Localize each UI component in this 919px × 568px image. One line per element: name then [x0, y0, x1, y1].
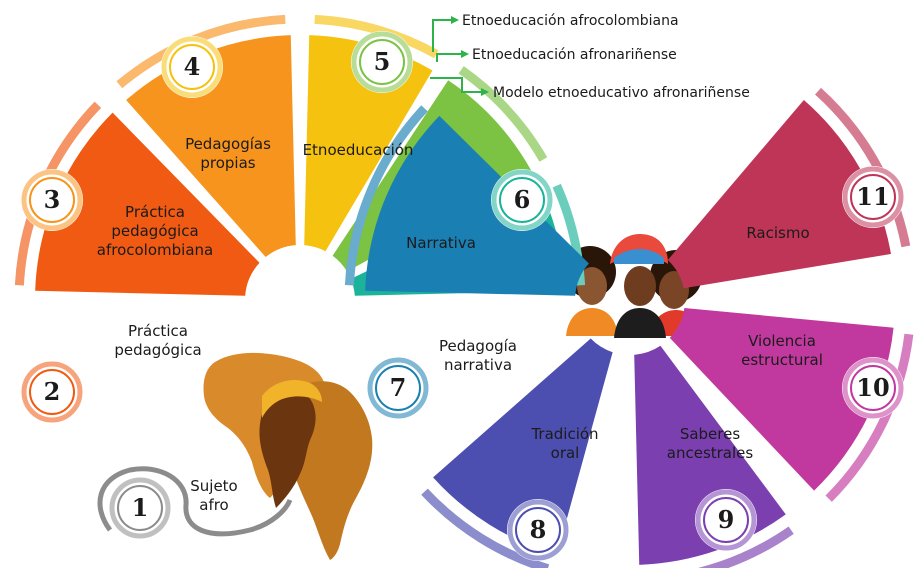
number-badge-5: 5 [351, 31, 413, 93]
number-badge-4: 4 [161, 36, 223, 98]
number-badge-8: 8 [507, 499, 569, 561]
afro-map-illustration [203, 352, 373, 560]
badge-color-ring [21, 169, 83, 231]
headwrap [262, 380, 322, 418]
badge-inner [29, 177, 75, 223]
badge-number: 4 [184, 52, 201, 81]
woman-center [610, 234, 668, 338]
badge-number: 10 [856, 373, 889, 402]
segment-label-line: afro [199, 496, 229, 514]
segment-label-11: Racismo [746, 224, 809, 242]
badge-number: 1 [132, 493, 149, 522]
badge-inner [850, 365, 896, 411]
segment-10 [669, 308, 894, 491]
badge-number: 3 [44, 185, 61, 214]
badge-inner [850, 174, 896, 220]
number-badge-9: 9 [695, 489, 757, 551]
branch-arrows [430, 16, 489, 96]
segment-arc-4 [314, 14, 439, 59]
branch-label-1: Etnoeducación afrocolombiana [462, 13, 679, 29]
segment-11 [667, 100, 891, 289]
segment-7 [365, 115, 589, 296]
badge-inner [499, 177, 545, 223]
segment-label-line: afrocolombiana [97, 241, 213, 259]
badge-color-ring [507, 499, 569, 561]
segment-label-line: propias [200, 154, 255, 172]
segment-label-line: Racismo [746, 224, 809, 242]
segment-label-line: ancestrales [667, 444, 754, 462]
segment-label-line: Práctica [128, 322, 188, 340]
segment-arc-7 [344, 105, 428, 286]
badge-color-ring [367, 357, 429, 419]
segment-1 [97, 466, 293, 537]
segment-label-line: Pedagogía [439, 337, 517, 355]
badge-number: 5 [374, 47, 391, 76]
badge-color-ring [21, 361, 83, 423]
segment-arc-5 [458, 66, 548, 162]
segment-label-6: Narrativa [406, 234, 476, 252]
segment-arc-8 [421, 488, 550, 568]
segment-label-line: Tradición [530, 425, 598, 443]
segment-label-line: Pedagogías [185, 135, 271, 153]
segment-label-line: oral [551, 444, 580, 462]
badge-color-ring [695, 489, 757, 551]
badge-color-ring [109, 477, 171, 539]
segment-4 [304, 35, 433, 252]
head-profile [259, 389, 316, 508]
segment-label-line: narrativa [444, 356, 512, 374]
badge-inner [169, 44, 215, 90]
badge-number: 9 [718, 505, 735, 534]
branch-label-2: Etnoeducación afronariñense [472, 47, 677, 63]
badge-number: 6 [514, 185, 531, 214]
badge-color-ring [842, 166, 904, 228]
segment-label-line: Etnoeducación [303, 141, 414, 159]
segment-label-line: Práctica [125, 203, 185, 221]
segment-label-line: estructural [741, 351, 823, 369]
badge-color-ring [842, 357, 904, 419]
badge-inner [117, 485, 163, 531]
badge-inner [515, 507, 561, 553]
number-badge-11: 11 [842, 166, 904, 228]
segment-label-5: Etnoeducación [303, 141, 414, 159]
badge-inner [703, 497, 749, 543]
badge-color-ring [491, 169, 553, 231]
segment-2 [35, 112, 260, 296]
number-badge-6: 6 [491, 169, 553, 231]
segment-arc-11 [815, 87, 911, 248]
segment-label-line: Violencia [748, 332, 816, 350]
badge-number: 2 [44, 377, 61, 406]
segment-arc-10 [825, 333, 914, 502]
badge-number: 7 [390, 373, 407, 402]
segment-label-line: Saberes [680, 425, 741, 443]
number-badge-7: 7 [367, 357, 429, 419]
segment-label-line: Sujeto [190, 477, 237, 495]
number-badge-10: 10 [842, 357, 904, 419]
badge-inner [359, 39, 405, 85]
number-badge-1: 1 [109, 477, 171, 539]
number-badge-2: 2 [21, 361, 83, 423]
segment-arc-9 [697, 526, 794, 568]
segment-8 [433, 338, 613, 555]
badge-inner [29, 369, 75, 415]
badge-color-ring [161, 36, 223, 98]
segment-3 [126, 35, 296, 258]
badge-number: 8 [530, 515, 547, 544]
segment-label-line: Narrativa [406, 234, 476, 252]
branch-label-3: Modelo etnoeducativo afronariñense [493, 85, 750, 101]
badge-color-ring [351, 31, 413, 93]
badge-inner [375, 365, 421, 411]
badge-number: 11 [856, 182, 889, 211]
number-badge-3: 3 [21, 169, 83, 231]
segment-label-line: pedagógica [111, 222, 198, 240]
segment-label-line: pedagógica [114, 341, 201, 359]
